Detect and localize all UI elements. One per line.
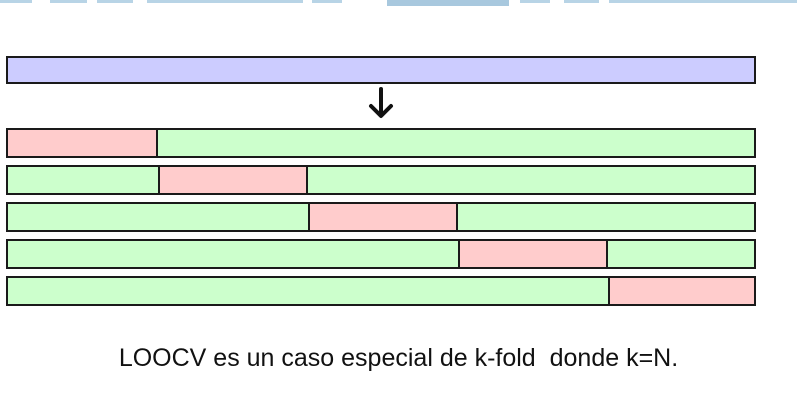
validation-fold xyxy=(8,130,158,156)
fold-row xyxy=(6,202,756,232)
validation-fold xyxy=(608,278,754,304)
top-strip-segment xyxy=(97,0,133,3)
fold-row xyxy=(6,165,756,195)
validation-fold xyxy=(308,204,458,230)
fold-row xyxy=(6,128,756,158)
fold-row xyxy=(6,276,756,306)
top-strip-segment xyxy=(50,0,87,3)
caption: LOOCV es un caso especial de k-fold dond… xyxy=(118,344,679,372)
top-strip xyxy=(0,0,797,8)
top-strip-segment xyxy=(0,0,32,3)
top-strip-segment xyxy=(520,0,550,3)
top-strip-segment xyxy=(609,0,797,3)
fold-row xyxy=(6,239,756,269)
top-strip-segment xyxy=(387,0,509,6)
down-arrow-icon xyxy=(366,86,396,122)
top-strip-segment xyxy=(147,0,303,3)
top-strip-segment xyxy=(312,0,342,3)
validation-fold xyxy=(458,241,608,267)
validation-fold xyxy=(158,167,308,193)
top-strip-segment xyxy=(564,0,599,3)
full-dataset-bar xyxy=(6,56,756,84)
